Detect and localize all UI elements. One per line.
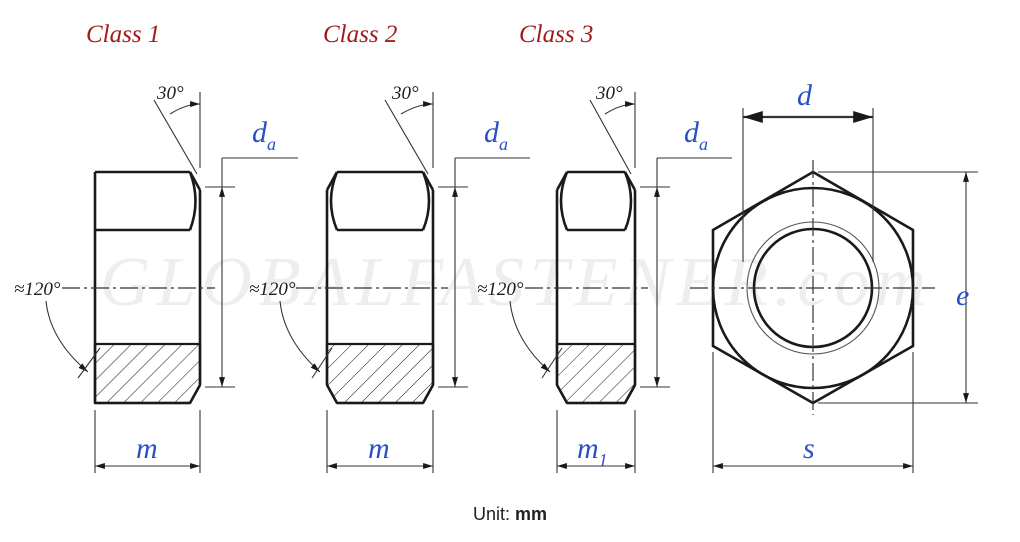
class2-bearing-diameter-label: da bbox=[484, 116, 508, 154]
class1-nut-side-view: 30° ≈120° da m bbox=[14, 83, 298, 473]
class1-height-label: m bbox=[136, 432, 158, 465]
class2-height-label: m bbox=[368, 432, 390, 465]
class1-bearing-diameter-label: da bbox=[252, 116, 276, 154]
nut-top-view: d e s bbox=[690, 79, 978, 473]
unit-value: mm bbox=[515, 504, 548, 524]
class3-chamfer-angle-label: 30° bbox=[595, 83, 623, 104]
class2-title: Class 2 bbox=[323, 21, 397, 48]
thread-diameter-label: d bbox=[797, 79, 813, 112]
unit-caption: Unit: mm bbox=[0, 504, 1020, 525]
watermark: GLOBALFASTENER.com bbox=[100, 244, 932, 321]
class3-nut-side-view: 30° ≈120° da m1 bbox=[477, 83, 732, 473]
across-flats-label: s bbox=[803, 432, 815, 465]
across-corners-label: e bbox=[956, 279, 969, 312]
class2-chamfer-angle-label: 30° bbox=[391, 83, 419, 104]
class1-title: Class 1 bbox=[86, 21, 160, 48]
class3-height-label: m1 bbox=[577, 432, 608, 470]
class2-bearing-angle-label: ≈120° bbox=[249, 279, 296, 300]
unit-prefix: Unit: bbox=[472, 504, 515, 524]
class1-chamfer-angle-label: 30° bbox=[156, 83, 184, 104]
class3-bearing-diameter-label: da bbox=[684, 116, 708, 154]
class3-bearing-angle-label: ≈120° bbox=[477, 279, 524, 300]
class3-title: Class 3 bbox=[519, 21, 593, 48]
class2-nut-side-view: 30° ≈120° da m bbox=[249, 83, 530, 473]
class1-bearing-angle-label: ≈120° bbox=[14, 279, 61, 300]
